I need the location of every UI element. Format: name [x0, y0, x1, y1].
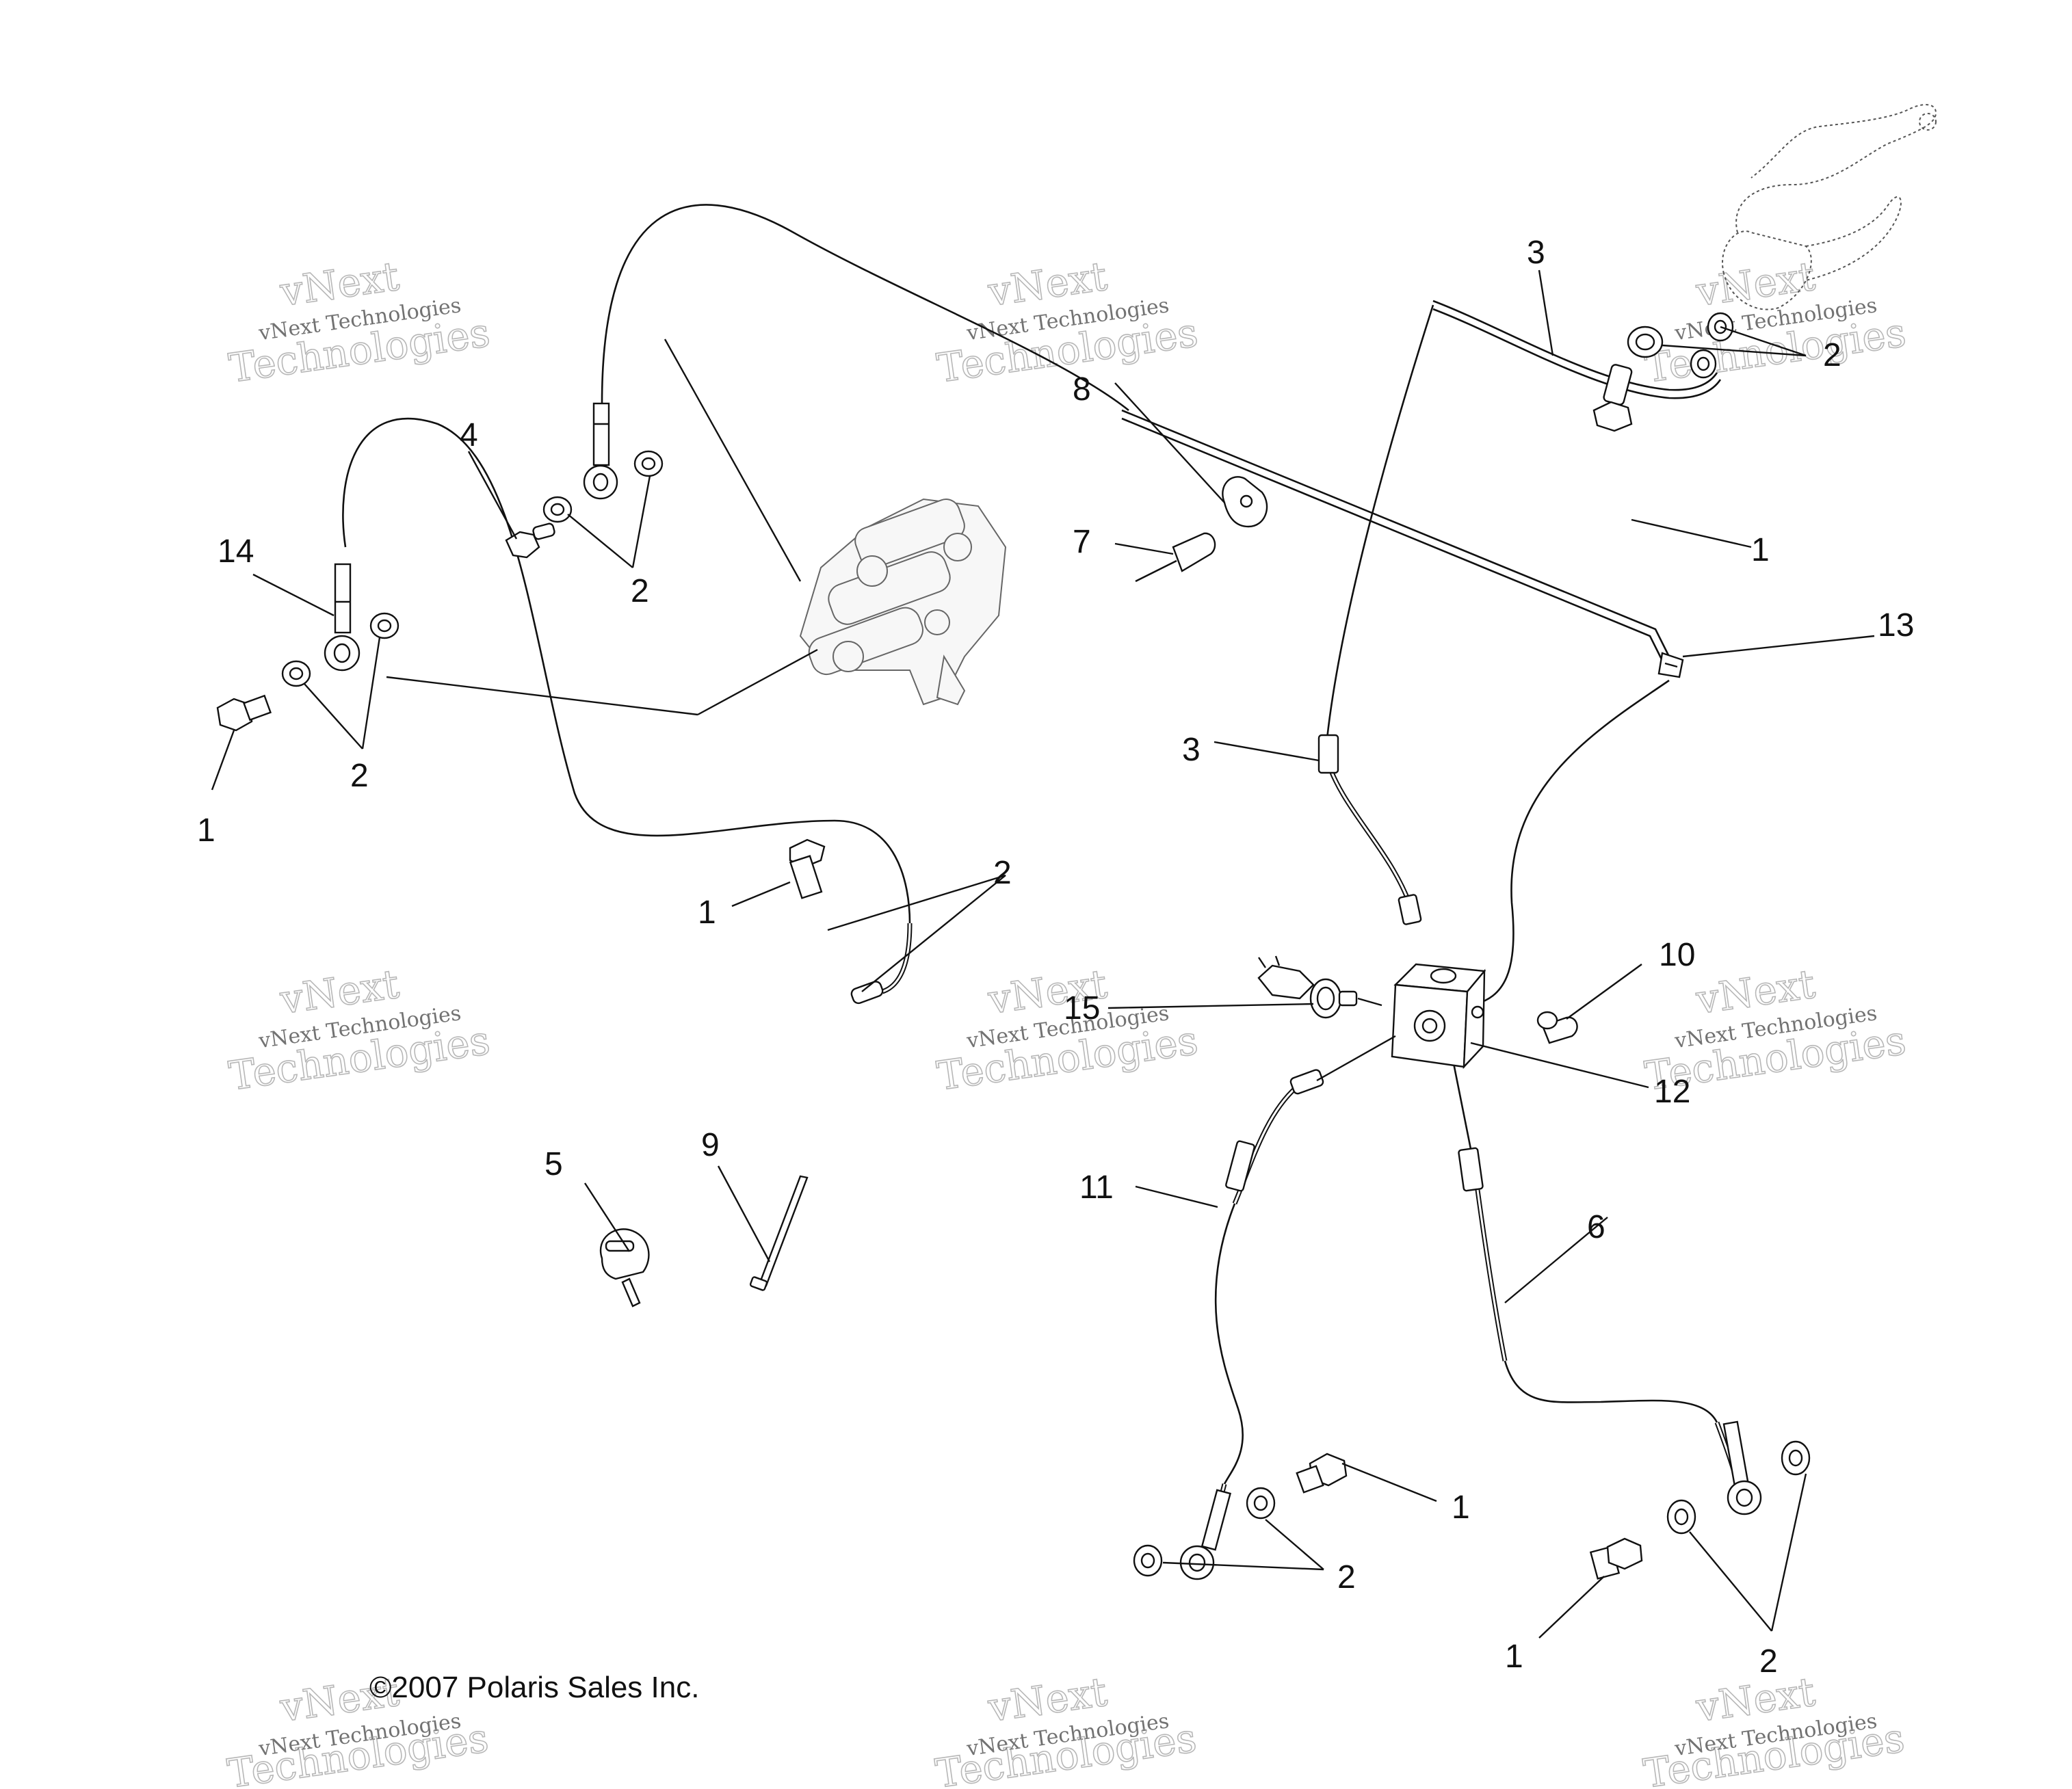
- callout-1-bottom-right: 1: [1505, 1639, 1523, 1675]
- banjo-bolt-mid: [789, 838, 826, 899]
- banjo-fitting-bottom-right: [1722, 1420, 1762, 1515]
- brake-light-switch-15: [1257, 955, 1358, 1019]
- callout-7: 7: [1073, 524, 1091, 560]
- brake-line-13-inner: [1121, 417, 1664, 661]
- washer-top-right-3: [1627, 326, 1664, 358]
- callout-1-top-right: 1: [1751, 532, 1770, 568]
- washer-upper-2: [542, 496, 573, 523]
- washer-bottom-right-1: [1781, 1440, 1811, 1476]
- callout-numbers: 3 2 1 13 8 7 4 2 14 2 1 3 1 2 10 15 12 1…: [197, 235, 1914, 1680]
- watermark-mid-left: vNext vNext Technologies Technologies: [226, 960, 493, 1100]
- watermark-top-right: vNext vNext Technologies Technologies: [1642, 252, 1909, 393]
- fitting-13: [1657, 652, 1684, 678]
- hose-6-metal-inner: [1476, 1189, 1506, 1362]
- brake-line-3-lower-inner: [1326, 758, 1411, 903]
- banjo-fitting-upper: [583, 402, 618, 500]
- washer-bottom-right-2: [1666, 1499, 1696, 1535]
- cable-tie-9: [749, 1175, 809, 1291]
- washer-top-right-2: [1690, 349, 1717, 379]
- bleeder-valve: [505, 522, 555, 559]
- hose-11: [1214, 1203, 1244, 1485]
- hose-end-fitting-mid: [850, 981, 884, 1005]
- callout-6: 6: [1587, 1209, 1605, 1245]
- watermark-top-left: vNext vNext Technologies Technologies: [226, 252, 493, 393]
- callout-2-left: 2: [350, 758, 369, 794]
- hose-13-to-block: [1470, 679, 1670, 1007]
- hose-6-fitting: [1458, 1147, 1484, 1192]
- banjo-fitting-14: [324, 563, 360, 672]
- banjo-bolt-top-right: [1592, 364, 1633, 432]
- parts: [216, 104, 1937, 1580]
- line-3-nut: [1398, 894, 1422, 925]
- watermark-mid-center: vNext vNext Technologies Technologies: [934, 960, 1201, 1100]
- callout-2-bottom-center: 2: [1337, 1559, 1356, 1595]
- callout-15: 15: [1064, 990, 1100, 1026]
- callout-3-mid: 3: [1182, 732, 1201, 768]
- hose-11-sleeve: [1225, 1140, 1255, 1192]
- watermark-bottom-center: vNext vNext Technologies Technologies: [932, 1668, 1200, 1789]
- master-cylinder: [1722, 104, 1937, 310]
- callout-2-mid: 2: [993, 855, 1012, 891]
- hose-14: [342, 418, 911, 924]
- callout-8: 8: [1073, 371, 1091, 408]
- brake-lines: [342, 204, 1740, 1547]
- watermarks: vNext vNext Technologies Technologies vN…: [224, 252, 1909, 1789]
- callout-13: 13: [1878, 607, 1914, 644]
- bolt-10: [1536, 1011, 1578, 1044]
- hose-6: [1504, 1360, 1718, 1423]
- banjo-bolt-left: [216, 694, 272, 732]
- banjo-fitting-bottom-center: [1179, 1489, 1231, 1580]
- hose-11-fitting-top: [1289, 1069, 1324, 1095]
- callout-4: 4: [460, 417, 478, 453]
- callout-14: 14: [218, 533, 254, 570]
- callout-3-top: 3: [1527, 235, 1545, 271]
- banjo-bolt-bottom-right: [1589, 1537, 1643, 1580]
- hose-clamp-8: [1222, 476, 1268, 528]
- callout-10: 10: [1659, 937, 1695, 973]
- callout-1-mid: 1: [698, 894, 716, 931]
- washer-upper-1: [633, 450, 664, 477]
- callout-1-left: 1: [197, 812, 215, 849]
- hose-caliper-to-front-line: [601, 204, 1129, 412]
- callout-5: 5: [545, 1146, 563, 1182]
- brake-line-13: [1121, 409, 1670, 657]
- callout-1-bottom-center: 1: [1452, 1489, 1470, 1526]
- washer-bottom-center-1: [1246, 1487, 1276, 1520]
- callout-2-top-right: 2: [1823, 337, 1841, 373]
- banjo-bolt-bottom-center: [1296, 1453, 1348, 1494]
- rivet-7: [1135, 532, 1216, 583]
- watermark-top-center: vNext vNext Technologies Technologies: [934, 252, 1201, 393]
- callout-2-bottom-right: 2: [1759, 1643, 1778, 1680]
- brake-caliper: [799, 498, 1007, 706]
- line-3-fitting: [1317, 734, 1339, 774]
- copyright-text: ©2007 Polaris Sales Inc.: [369, 1671, 699, 1704]
- leader-lines: [211, 269, 1875, 1639]
- callout-12: 12: [1654, 1074, 1690, 1110]
- distribution-block-12: [1391, 963, 1486, 1070]
- callout-2-caliper-top: 2: [631, 573, 649, 609]
- washer-left-1: [369, 612, 399, 639]
- hose-clip-5: [599, 1228, 650, 1308]
- callout-11: 11: [1079, 1169, 1114, 1206]
- hose-14-end-inner: [882, 923, 911, 993]
- callout-9: 9: [701, 1127, 720, 1163]
- washer-bottom-center-2: [1133, 1544, 1163, 1577]
- washer-left-2: [281, 660, 311, 687]
- brake-line-3-diagonal: [1326, 304, 1434, 739]
